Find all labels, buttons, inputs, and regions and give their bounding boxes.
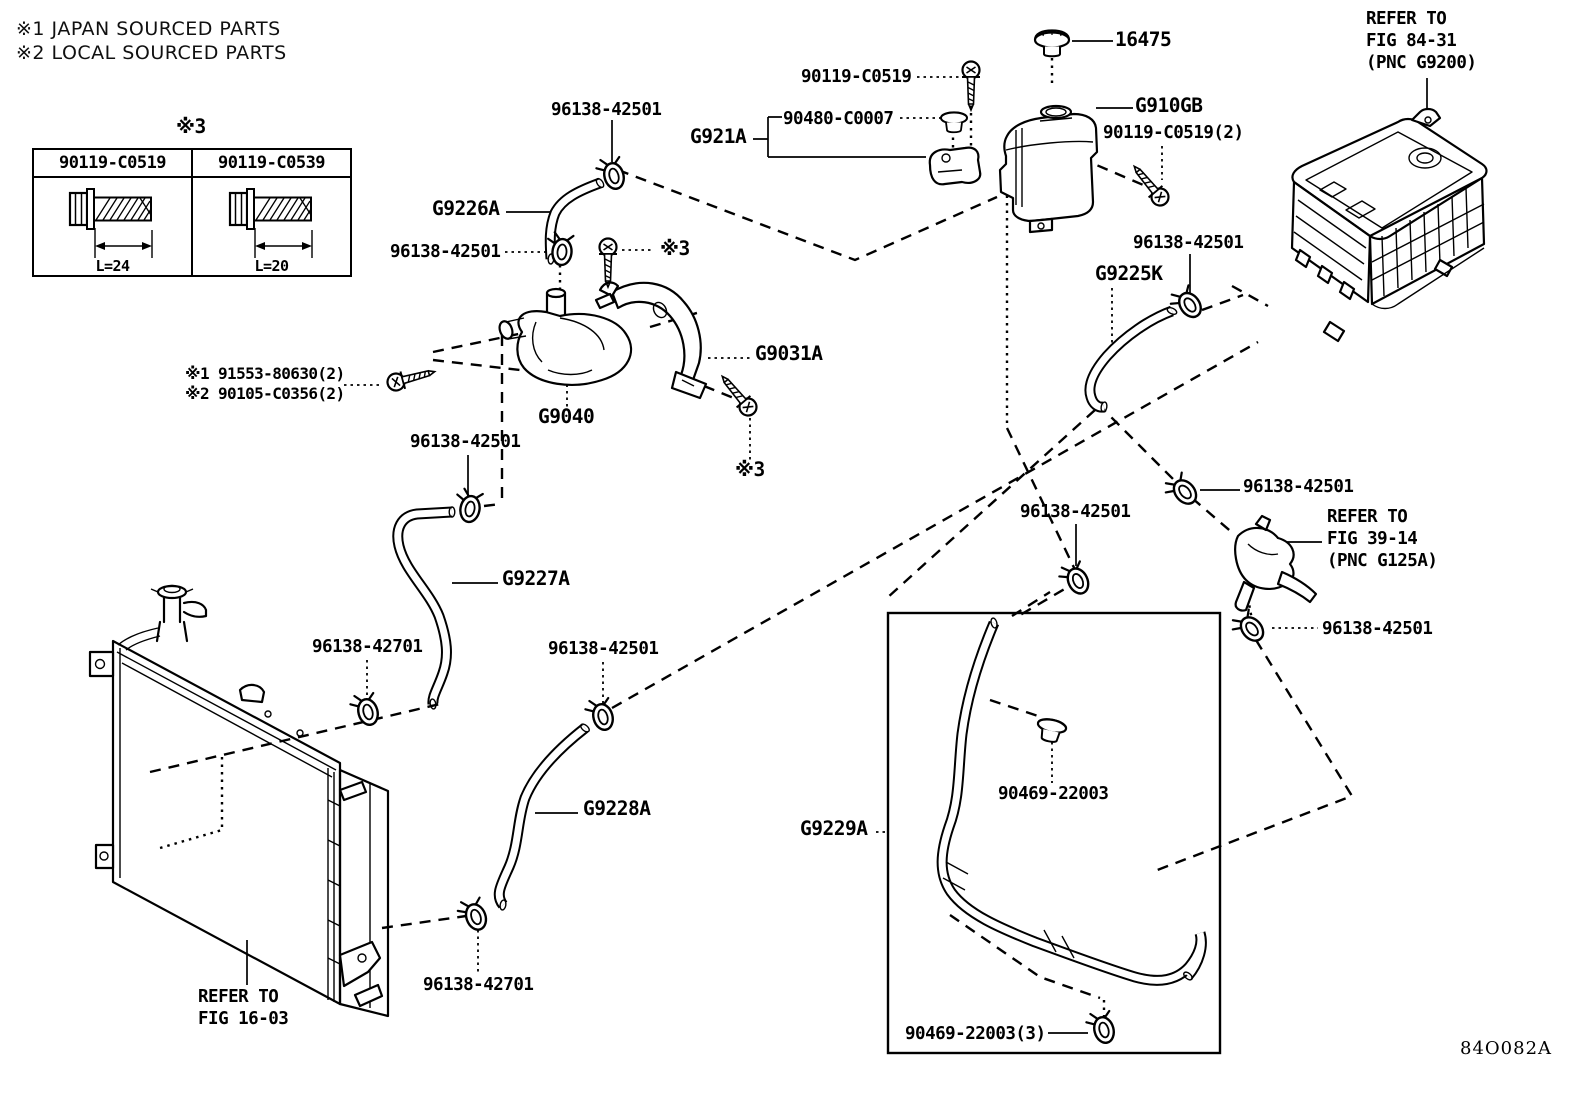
bolt-length-l20: L=20 [254, 257, 289, 275]
label-cap-16475: 16475 [1115, 28, 1172, 51]
note-local-sourced: ※2 LOCAL SOURCED PARTS [16, 42, 287, 64]
label-refer-fig-39-14: REFER TO FIG 39-14 (PNC G125A) [1327, 507, 1438, 571]
label-hose-g9226a: G9226A [432, 197, 500, 220]
label-clamp-42501-c: 96138-42501 [1133, 233, 1244, 253]
fig-39-14-part-illustration [1234, 514, 1318, 612]
hose-g9225k-illustration [1090, 306, 1178, 412]
label-grommet-90480: 90480-C0007 [783, 109, 894, 129]
label-hose-g9225k: G9225K [1095, 262, 1163, 285]
bolt-table-header-c0539: 90119-C0539 [217, 153, 326, 173]
label-clamp-42501-h: 96138-42501 [548, 639, 659, 659]
reservoir-tank-illustration [998, 104, 1099, 234]
label-clip-90469-3: 90469-22003(3) [905, 1024, 1046, 1044]
label-bracket-g9031a: G9031A [755, 342, 823, 365]
bolt-length-l24: L=24 [95, 257, 130, 275]
label-clamp-42501-a: 96138-42501 [551, 100, 662, 120]
label-clamp-42701-a: 96138-42701 [312, 637, 423, 657]
label-bolt-90119-c0519: 90119-C0519 [801, 67, 912, 87]
table-caption-mark: ※3 [176, 115, 206, 138]
label-dual-source-bolts: ※1 91553-80630(2) ※2 90105-C0356(2) [185, 364, 345, 403]
bracket-g9031a-illustration [594, 281, 708, 400]
note-japan-sourced: ※1 JAPAN SOURCED PARTS [16, 18, 281, 40]
hose-g9228a-illustration [499, 723, 590, 911]
g9229a-detail-box [886, 611, 1222, 1055]
label-clip-90469: 90469-22003 [998, 784, 1109, 804]
bolt-table-illustration [68, 187, 313, 258]
label-sub-mark-a: ※3 [660, 237, 690, 260]
hose-g9227a-illustration [398, 506, 455, 710]
inverter-illustration [1290, 107, 1488, 343]
drawing-code: 84O082A [1460, 1038, 1553, 1059]
label-clamp-42501-g: 96138-42501 [410, 432, 521, 452]
label-clamp-42501-b: 96138-42501 [390, 242, 501, 262]
label-hose-g9227a: G9227A [502, 567, 570, 590]
label-refer-fig-84-31: REFER TO FIG 84-31 (PNC G9200) [1366, 9, 1477, 73]
label-tank-g910gb: G910GB [1135, 94, 1203, 117]
radiator-illustration [88, 584, 390, 1018]
bracket-g921a-illustration [928, 146, 982, 186]
label-clamp-42501-e: 96138-42501 [1322, 619, 1433, 639]
bolt-size-table: 90119-C0519 90119-C0539 L=24 L=20 [32, 148, 352, 277]
label-bolt-90119-c0519-2: 90119-C0519(2) [1103, 123, 1244, 143]
label-bracket-g921a: G921A [690, 125, 747, 148]
bolt-table-header-c0519: 90119-C0519 [34, 150, 193, 176]
label-clamp-42501-f: 96138-42501 [1020, 502, 1131, 522]
bolt-table-cell-c0539: L=20 [193, 178, 350, 277]
label-clamp-42701-b: 96138-42701 [423, 975, 534, 995]
label-clamp-42501-d: 96138-42501 [1243, 477, 1354, 497]
label-hose-g9229a: G9229A [800, 817, 868, 840]
hose-clamps [347, 153, 1270, 1048]
label-sub-mark-b: ※3 [735, 458, 765, 481]
label-pump-g9040: G9040 [538, 405, 595, 428]
water-pump-illustration [498, 287, 632, 386]
label-refer-fig-16-03: REFER TO FIG 16-03 [198, 987, 289, 1029]
label-hose-g9228a: G9228A [583, 797, 651, 820]
hose-g9229a-illustration [942, 617, 1201, 981]
bolt-table-cell-c0519: L=24 [34, 178, 193, 277]
